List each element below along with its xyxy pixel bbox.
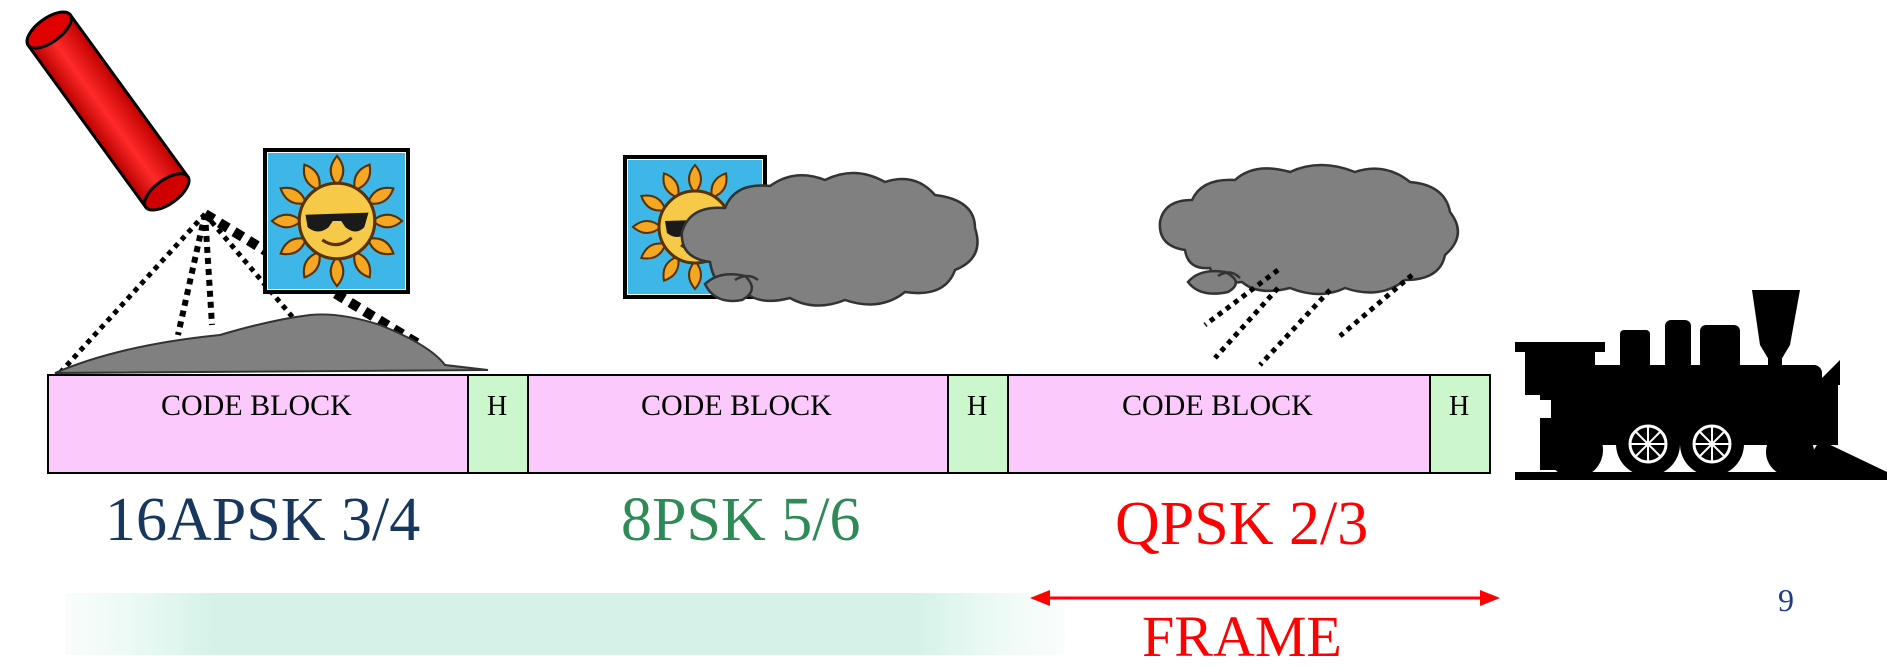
cloud-icon <box>680 171 979 307</box>
header-block <box>1429 374 1491 474</box>
header-label: H <box>1449 391 1470 422</box>
code-block-label: CODE BLOCK <box>161 389 352 422</box>
decorative-glow <box>65 593 1065 655</box>
header-block <box>947 374 1009 474</box>
modulation-label: 16APSK 3/4 <box>105 486 421 554</box>
header-label: H <box>967 391 988 422</box>
cloud-icon <box>1158 163 1459 296</box>
header-block <box>467 374 529 474</box>
header-label: H <box>487 391 508 422</box>
rain-icon <box>1203 268 1414 367</box>
sun-icon <box>263 148 410 294</box>
modulation-label: 8PSK 5/6 <box>621 486 861 554</box>
page-number: 9 <box>1778 582 1794 618</box>
code-block <box>1007 374 1431 474</box>
locomotive-icon <box>1515 290 1887 480</box>
modulation-label: QPSK 2/3 <box>1115 490 1369 558</box>
telescope-icon <box>25 10 191 212</box>
code-block-label: CODE BLOCK <box>1122 389 1313 422</box>
frame-arrow <box>1030 590 1500 606</box>
hill-icon <box>54 313 489 374</box>
code-block <box>47 374 469 474</box>
code-block-label: CODE BLOCK <box>641 389 832 422</box>
frame-label: FRAME <box>1142 604 1342 669</box>
